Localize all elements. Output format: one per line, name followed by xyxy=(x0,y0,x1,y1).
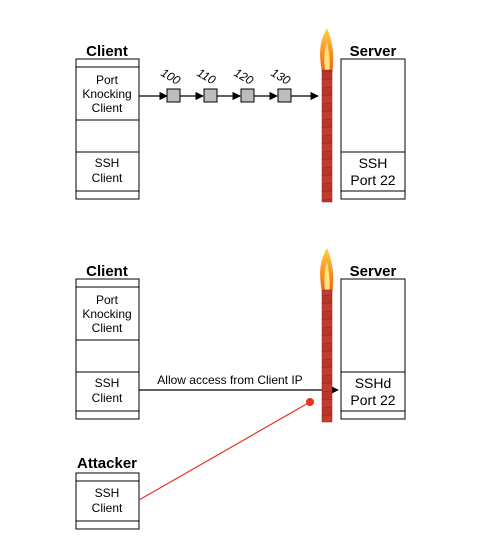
firewall-icon xyxy=(321,69,333,203)
bottom-scenario: Client Port Knocking Client SSH Client A… xyxy=(75,248,406,530)
bottom-server-stack xyxy=(340,278,406,420)
knock-sequence: 100 110 120 130 xyxy=(139,65,319,103)
knock-packet-1 xyxy=(166,88,181,103)
bottom-server-sshd-line2: Port 22 xyxy=(350,392,395,408)
allow-access-label: Allow access from Client IP xyxy=(157,373,302,387)
top-server-title: Server xyxy=(350,43,397,60)
bottom-server-title: Server xyxy=(350,263,397,280)
knock-port-label-1: 100 xyxy=(159,65,184,87)
top-server-stack xyxy=(340,58,406,200)
top-client-stack xyxy=(75,58,140,200)
attacker-ssh-line2: Client xyxy=(92,501,123,515)
top-knock-client-line3: Client xyxy=(92,101,123,115)
bottom-client-stack xyxy=(75,278,140,420)
top-knock-client-line2: Knocking xyxy=(82,87,131,101)
attacker-ssh-line1: SSH xyxy=(95,486,120,500)
knock-packet-4 xyxy=(277,88,292,103)
bottom-knock-client-line3: Client xyxy=(92,321,123,335)
knock-port-label-3: 120 xyxy=(232,65,257,87)
top-server-ssh-line1: SSH xyxy=(359,155,388,171)
attacker-title: Attacker xyxy=(77,455,137,472)
bottom-ssh-client-line2: Client xyxy=(92,391,123,405)
bottom-ssh-client-line1: SSH xyxy=(95,376,120,390)
top-ssh-client-line2: Client xyxy=(92,171,123,185)
firewall-icon xyxy=(321,289,333,423)
knock-port-label-4: 130 xyxy=(269,65,294,87)
top-knock-client-line1: Port xyxy=(96,73,119,87)
bottom-server-sshd-line1: SSHd xyxy=(355,375,392,391)
knock-packet-2 xyxy=(203,88,218,103)
bottom-client-title: Client xyxy=(86,263,128,280)
bottom-knock-client-line2: Knocking xyxy=(82,307,131,321)
top-client-title: Client xyxy=(86,43,128,60)
knock-packet-3 xyxy=(240,88,255,103)
bottom-firewall xyxy=(320,248,334,423)
blocked-attack-endpoint xyxy=(306,398,314,406)
top-server-ssh-line2: Port 22 xyxy=(350,172,395,188)
blocked-attack-line xyxy=(138,401,311,501)
top-ssh-client-line1: SSH xyxy=(95,156,120,170)
attacker-stack xyxy=(75,472,140,530)
top-firewall xyxy=(320,28,334,203)
top-scenario: Client Port Knocking Client SSH Client 1… xyxy=(75,28,406,203)
bottom-knock-client-line1: Port xyxy=(96,293,119,307)
knock-port-label-2: 110 xyxy=(195,65,219,87)
